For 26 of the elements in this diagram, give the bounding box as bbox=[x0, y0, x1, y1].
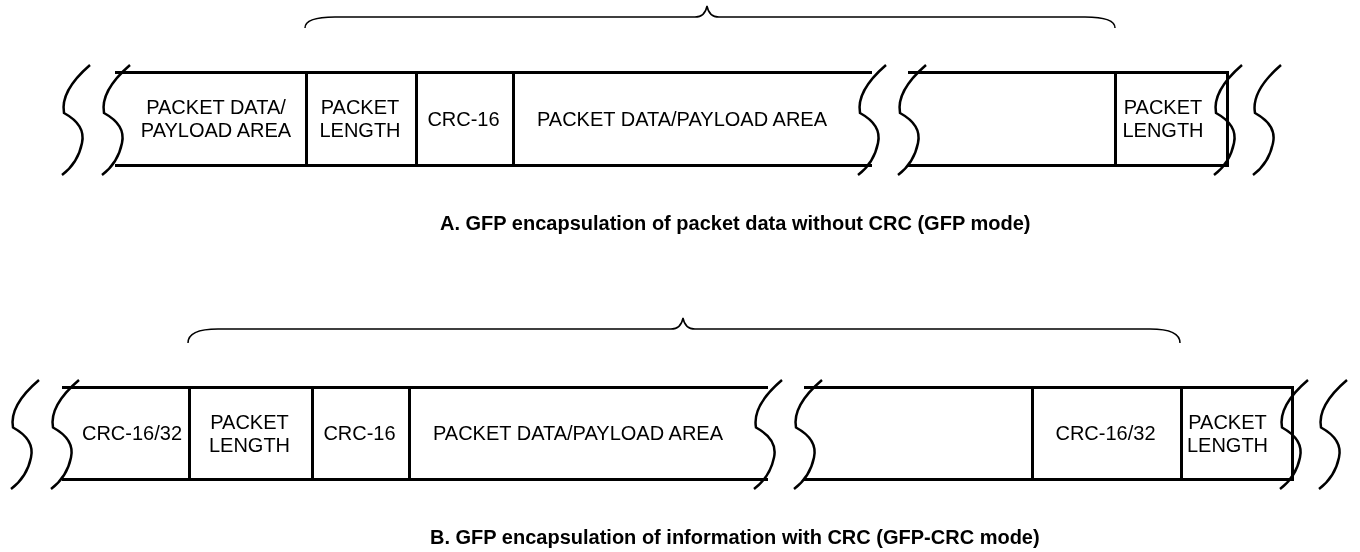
empty-frame-field bbox=[804, 386, 1034, 481]
field-label: CRC-16/32 bbox=[81, 422, 182, 445]
frame-field bbox=[62, 386, 191, 481]
frame-field bbox=[188, 386, 314, 481]
field-label: CRC-16/32 bbox=[1055, 422, 1156, 445]
frame-field bbox=[305, 71, 418, 167]
field-label: PACKET DATA/PAYLOAD AREA bbox=[432, 422, 724, 445]
frame-field bbox=[1180, 386, 1294, 481]
field-label: CRC-16 bbox=[427, 107, 500, 131]
frame-field bbox=[1031, 386, 1183, 481]
frame-field bbox=[115, 71, 308, 167]
frame-field bbox=[408, 386, 768, 481]
frame-field bbox=[415, 71, 515, 167]
field-label: PACKET DATA/PAYLOAD AREA bbox=[536, 107, 828, 131]
field-label: PACKET LENGTH bbox=[318, 96, 402, 142]
figure-caption: B. GFP encapsulation of information with CRC (GFP-CRC mode) bbox=[430, 526, 1040, 549]
frame-field bbox=[1114, 71, 1229, 167]
frame-field bbox=[512, 71, 872, 167]
frame-field bbox=[311, 386, 411, 481]
field-label: PACKET DATA/ PAYLOAD AREA bbox=[139, 96, 293, 142]
field-label: CRC-16 bbox=[323, 422, 396, 445]
field-label: PACKET LENGTH bbox=[1121, 96, 1205, 142]
field-label: PACKET LENGTH bbox=[1185, 410, 1270, 457]
field-label: PACKET LENGTH bbox=[207, 410, 292, 457]
figure-caption: A. GFP encapsulation of packet data without CRC (GFP mode) bbox=[440, 212, 1031, 235]
empty-frame-field bbox=[908, 71, 1117, 167]
